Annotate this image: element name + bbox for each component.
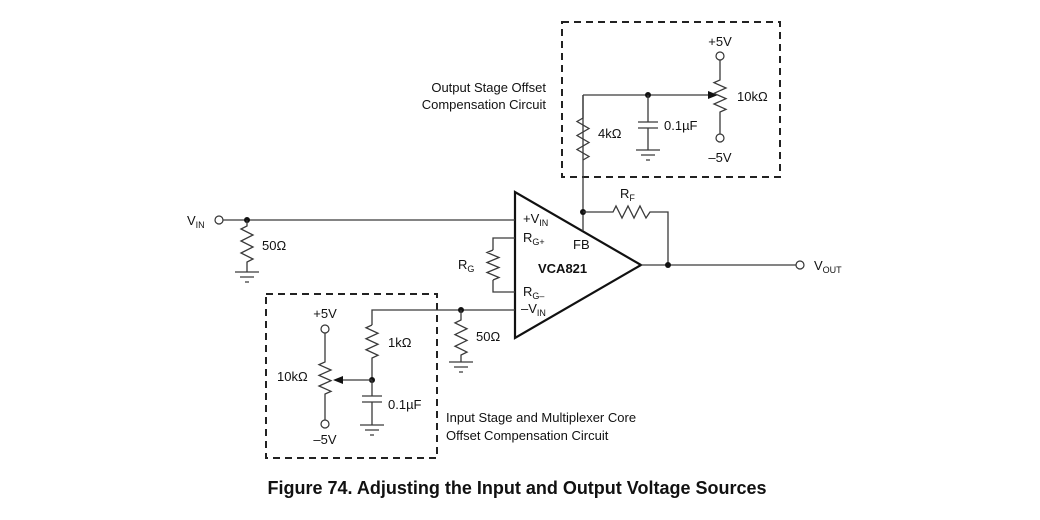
input-compensation-box xyxy=(265,293,438,459)
output-cap-label: 0.1µF xyxy=(664,118,698,133)
ground-symbol xyxy=(449,361,473,373)
rg-resistor xyxy=(485,249,501,281)
rf-label: RF xyxy=(620,186,635,203)
input-comp-termination-resistor xyxy=(453,310,469,362)
pin-minus-vin: –VIN xyxy=(521,301,546,318)
amplifier-triangle xyxy=(513,190,644,340)
ground-symbol xyxy=(360,424,384,436)
ground-icon xyxy=(360,424,384,436)
input-pot xyxy=(317,333,333,420)
pin-plus-vin: +VIN xyxy=(523,211,548,228)
vin-termination-label: 50Ω xyxy=(262,238,286,253)
pin-rg-minus: RG– xyxy=(523,284,544,301)
input-pos-supply-label: +5V xyxy=(313,306,337,321)
input-termination-resistor xyxy=(239,220,255,272)
pin-fb: FB xyxy=(573,237,590,252)
minus-vin-wire xyxy=(371,309,515,325)
neg-supply-terminal xyxy=(715,133,725,143)
output-node xyxy=(665,262,671,268)
wiper-arrow-icon xyxy=(708,91,718,99)
ground-icon xyxy=(235,271,259,283)
input-pot-label: 10kΩ xyxy=(277,369,308,384)
vout-terminal xyxy=(795,260,805,270)
vout-label: VOUT xyxy=(814,258,842,275)
output-capacitor xyxy=(638,95,658,150)
pin-rg-plus: RG+ xyxy=(523,230,545,247)
ground-symbol xyxy=(636,149,660,161)
output-pot-label: 10kΩ xyxy=(737,89,768,104)
1k-label: 1kΩ xyxy=(388,335,412,350)
output-pot xyxy=(712,60,728,134)
rg-label: RG xyxy=(458,257,474,274)
4k-resistor xyxy=(575,95,591,161)
neg-supply-terminal xyxy=(320,419,330,429)
rg-wire xyxy=(492,237,515,293)
input-neg-supply-label: –5V xyxy=(313,432,336,447)
1k-resistor xyxy=(364,324,380,380)
figure-caption: Figure 74. Adjusting the Input and Outpu… xyxy=(267,478,766,498)
pos-supply-terminal xyxy=(715,51,725,61)
wiper-arrow-icon xyxy=(333,376,343,384)
output-comp-title-1: Output Stage Offset xyxy=(431,80,546,95)
ground-icon xyxy=(636,149,660,161)
input-capacitor xyxy=(362,380,382,425)
vin-terminal xyxy=(214,215,224,225)
pos-supply-terminal xyxy=(320,324,330,334)
amplifier-name: VCA821 xyxy=(538,261,587,276)
input-cap-label: 0.1µF xyxy=(388,397,422,412)
output-pos-supply-label: +5V xyxy=(708,34,732,49)
output-neg-supply-label: –5V xyxy=(708,150,731,165)
4k-label: 4kΩ xyxy=(598,126,622,141)
output-compensation-box xyxy=(561,21,781,178)
input-comp-title-2: Offset Compensation Circuit xyxy=(446,428,609,443)
vin-label: VIN xyxy=(187,213,205,230)
ground-icon xyxy=(449,361,473,373)
rf-resistor xyxy=(583,204,669,265)
input-comp-termination-label: 50Ω xyxy=(476,329,500,344)
ground-symbol xyxy=(235,271,259,283)
output-comp-title-2: Compensation Circuit xyxy=(422,97,547,112)
input-comp-title-1: Input Stage and Multiplexer Core xyxy=(446,410,636,425)
